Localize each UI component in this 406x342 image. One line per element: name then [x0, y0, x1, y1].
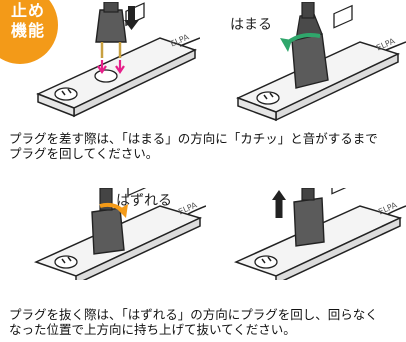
badge-line-1: 止め — [10, 1, 45, 20]
illustration-unlock-plug: はずれる ELPA — [28, 188, 206, 280]
illustration-remove-plug: ELPA — [228, 188, 406, 280]
up-arrow-icon — [272, 190, 286, 218]
down-arrow-icon — [124, 6, 139, 30]
badge-line-2: 機能 — [10, 21, 45, 40]
step2-instruction: プラグを抜く際は、「はずれる」の方向にプラグを回し、回らなく なった位置で上方向… — [9, 307, 378, 337]
illustration-insert-plug: ELPA — [30, 2, 200, 122]
plug-body — [95, 9, 127, 43]
illustration-lock-plug: はまる ELPA — [230, 2, 406, 122]
callout-hamaru: はまる — [230, 17, 272, 33]
callout-hazureru: はずれる — [116, 193, 172, 209]
rotate-arrow-icon — [280, 33, 321, 52]
step1-instruction: プラグを差す際は、「はまる」の方向に「カチッ」と音がするまで プラグを回してくだ… — [9, 131, 378, 161]
rotate-arrow-icon — [99, 202, 128, 218]
feature-badge: 止め 機能 — [0, 0, 58, 64]
